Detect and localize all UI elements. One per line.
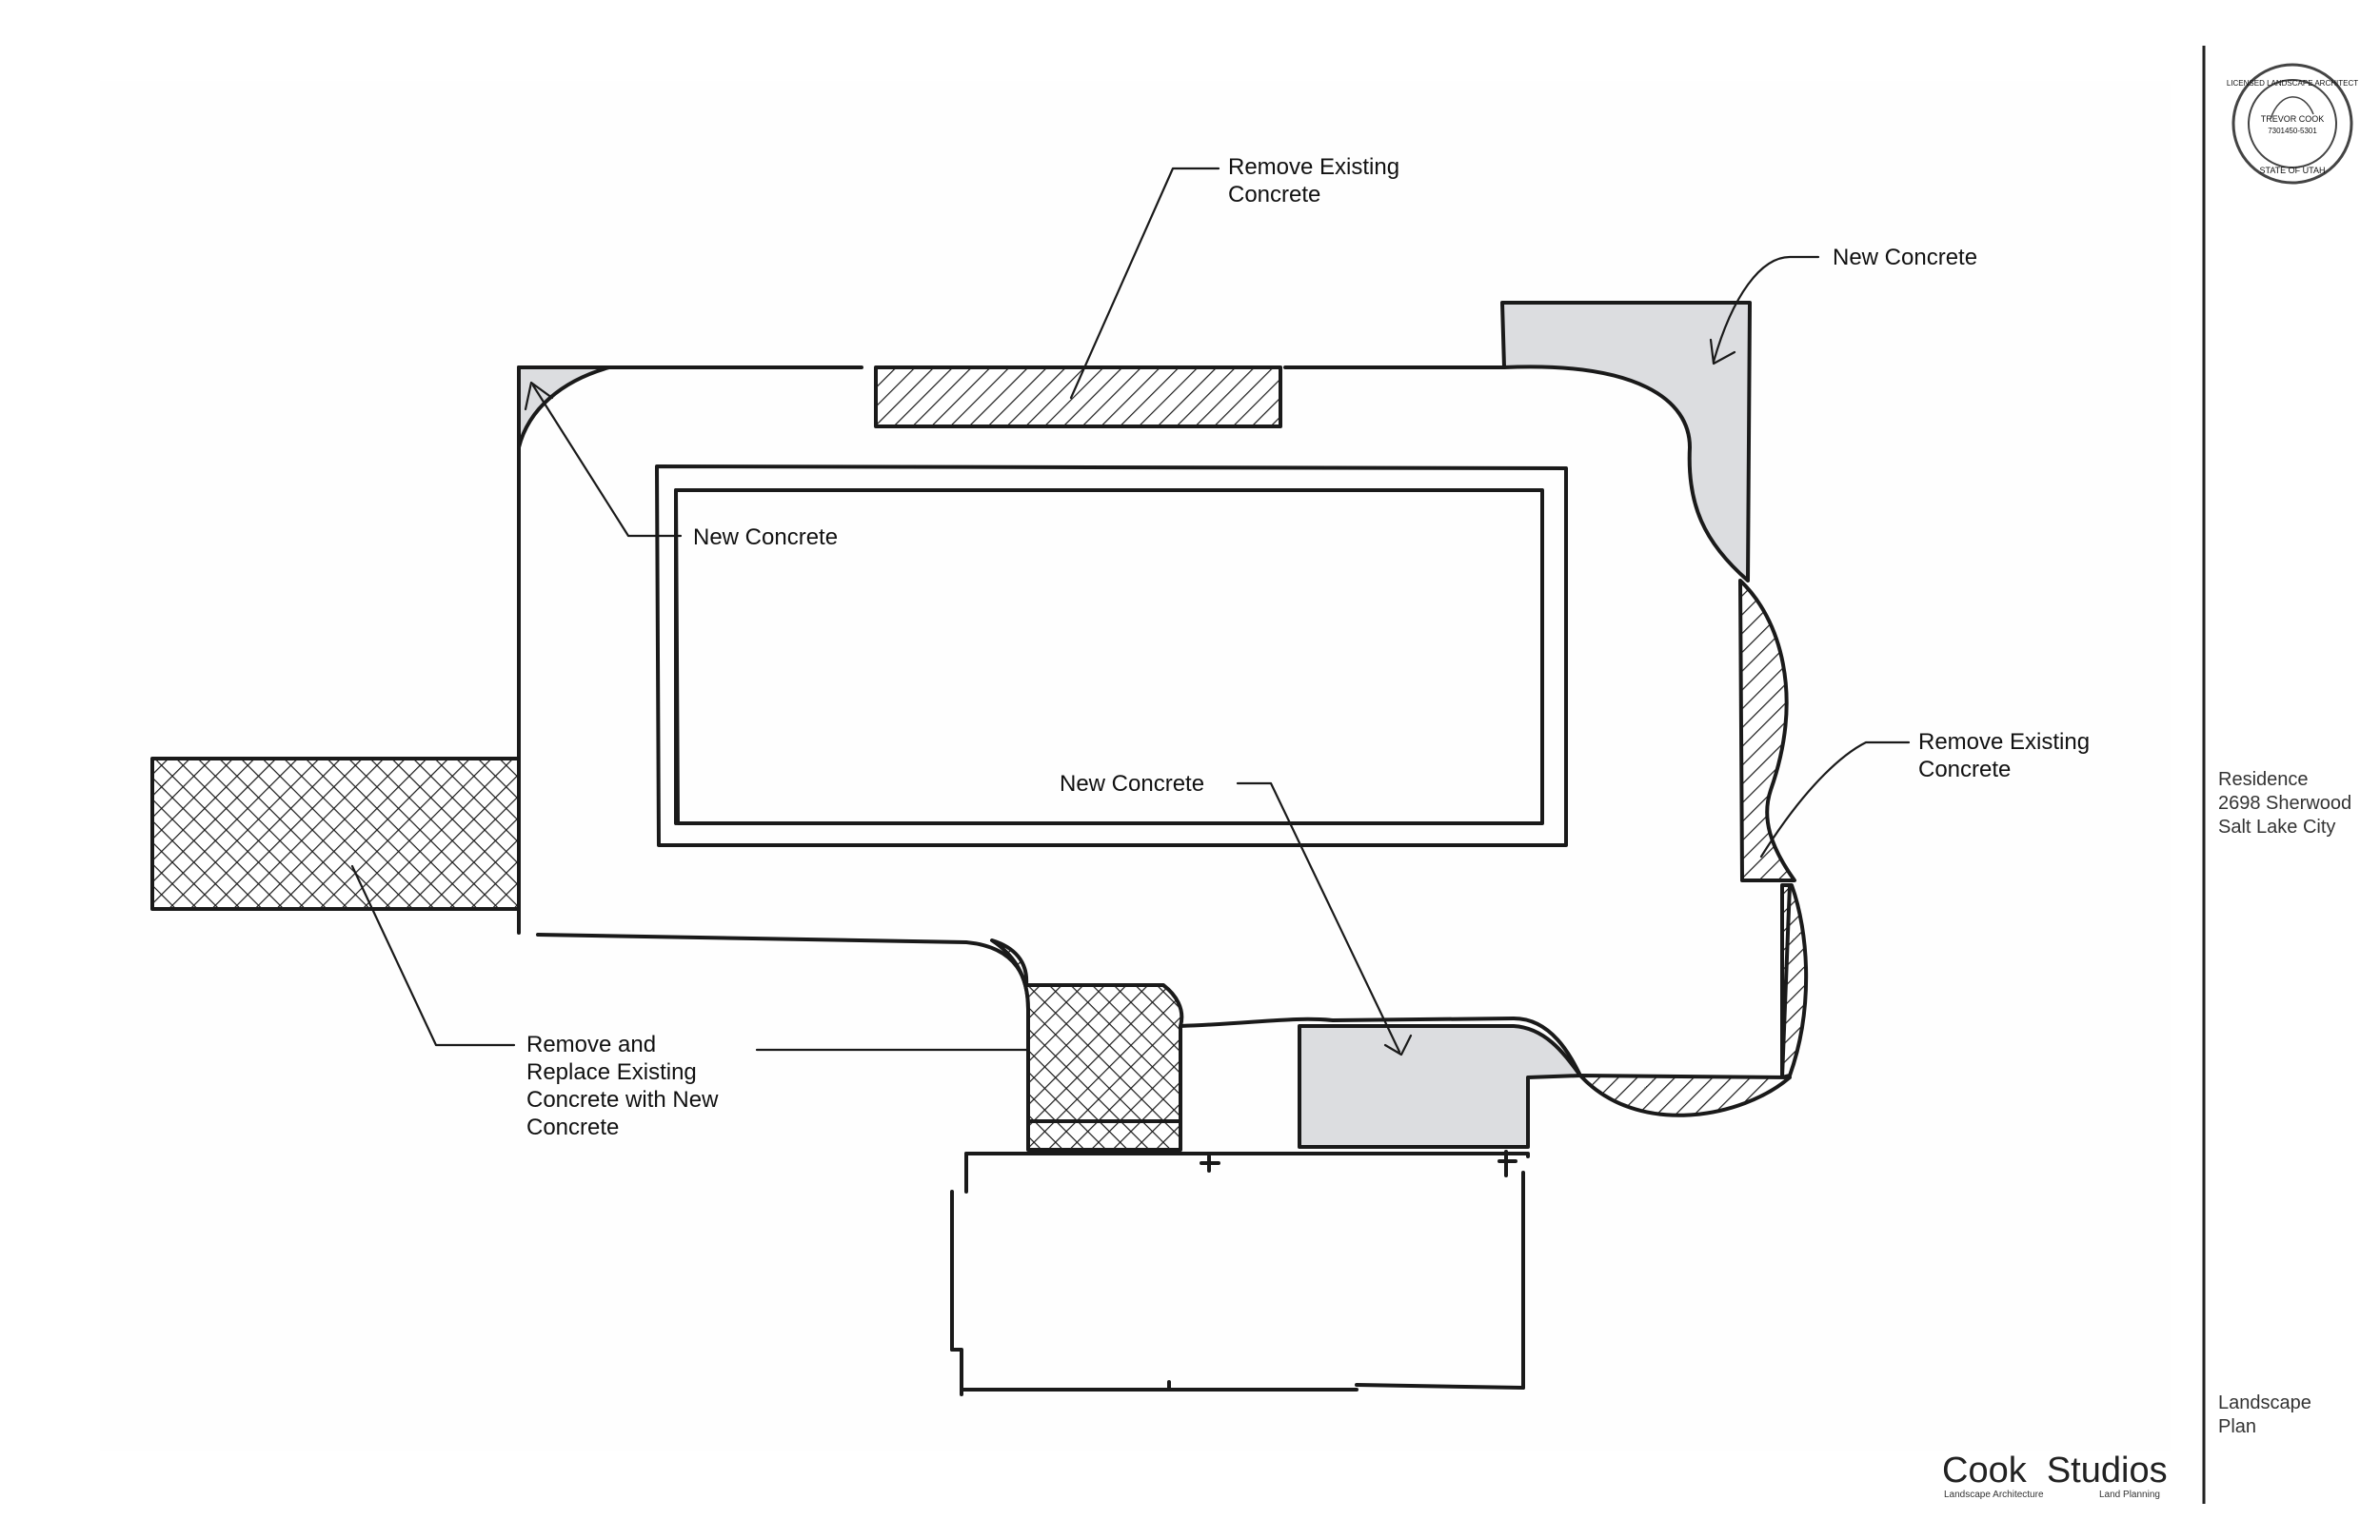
svg-text:STATE OF UTAH: STATE OF UTAH [2260,166,2326,175]
remove-existing-concrete-top [874,365,1282,428]
firm-tagline-right: Land Planning [2099,1490,2160,1500]
firm-name: Cook Studios [1942,1451,2168,1491]
remove-replace-concrete-left [150,757,521,911]
remove-replace-concrete-center [990,938,1184,1152]
leader-remove-right [1759,740,1911,859]
arrow-new-top-right [1709,338,1736,365]
leader-remove-top [1069,167,1220,400]
callout-new-concrete-top-left: New Concrete [693,524,838,550]
leader-remove-replace [350,864,516,1047]
house-footprint [950,1150,1530,1396]
new-concrete-top-left-corner [517,365,611,449]
callout-new-concrete-center: New Concrete [1060,771,1204,797]
pool [655,464,1568,847]
project-info: Residence 2698 Sherwood Salt Lake City [2218,769,2357,838]
new-concrete-bottom-center [1298,1024,1582,1149]
svg-text:TREVOR COOK: TREVOR COOK [2261,114,2325,124]
svg-text:7301450-5301: 7301450-5301 [2268,127,2317,135]
firm-tagline-left: Landscape Architecture [1944,1490,2044,1500]
arrow-new-center [1383,1034,1413,1056]
new-concrete-top-right [1500,301,1752,582]
callout-new-concrete-top-right: New Concrete [1833,245,1977,270]
svg-text:LICENSED LANDSCAPE ARCHITECT: LICENSED LANDSCAPE ARCHITECT [2227,79,2358,88]
leader-new-top-right [1712,255,1820,364]
callout-remove-replace: Remove and Replace Existing Concrete wit… [526,1032,724,1140]
arrow-new-top-left [524,381,554,411]
leader-lines [350,167,1911,1056]
remove-existing-concrete-bottom-right [1578,1074,1792,1117]
professional-seal: LICENSED LANDSCAPE ARCHITECT TREVOR COOK… [2227,63,2358,185]
sheet-title: Landscape Plan [2218,1392,2316,1437]
callout-remove-existing-right: Remove Existing Concrete [1918,729,2096,782]
remove-existing-concrete-right [1738,579,1796,882]
callout-remove-existing-top: Remove Existing Concrete [1228,154,1406,207]
leader-new-top-left [531,384,683,538]
leader-new-center [1236,781,1401,1054]
